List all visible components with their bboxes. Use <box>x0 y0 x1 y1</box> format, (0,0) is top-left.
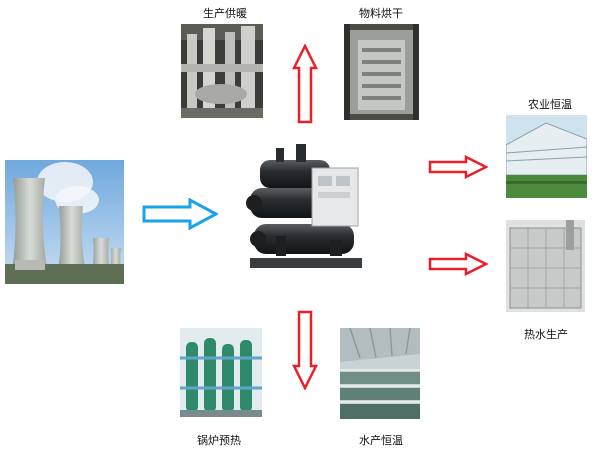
drying-label: 物料烘干 <box>359 7 403 20</box>
output-arrow-right-bottom <box>428 252 488 276</box>
agriculture-label: 农业恒温 <box>528 98 572 111</box>
input-arrow <box>142 198 218 230</box>
water-treatment-photo <box>180 328 262 417</box>
cooling-tower-photo <box>5 160 124 284</box>
heating-label: 生产供暖 <box>203 7 247 20</box>
output-arrow-down <box>292 310 318 390</box>
fish-pond-photo <box>340 328 420 419</box>
output-arrow-up <box>292 44 318 124</box>
greenhouse-photo <box>506 115 587 198</box>
pipe-room-photo <box>181 24 263 118</box>
aquaculture-label: 水产恒温 <box>359 434 403 447</box>
boiler-label: 锅炉预热 <box>197 434 241 447</box>
heat-pump-unit-photo <box>240 140 368 280</box>
water-tank-photo <box>506 220 585 312</box>
drying-room-photo <box>344 24 419 120</box>
output-arrow-right-top <box>428 155 488 179</box>
hotwater-label: 热水生产 <box>524 328 568 341</box>
